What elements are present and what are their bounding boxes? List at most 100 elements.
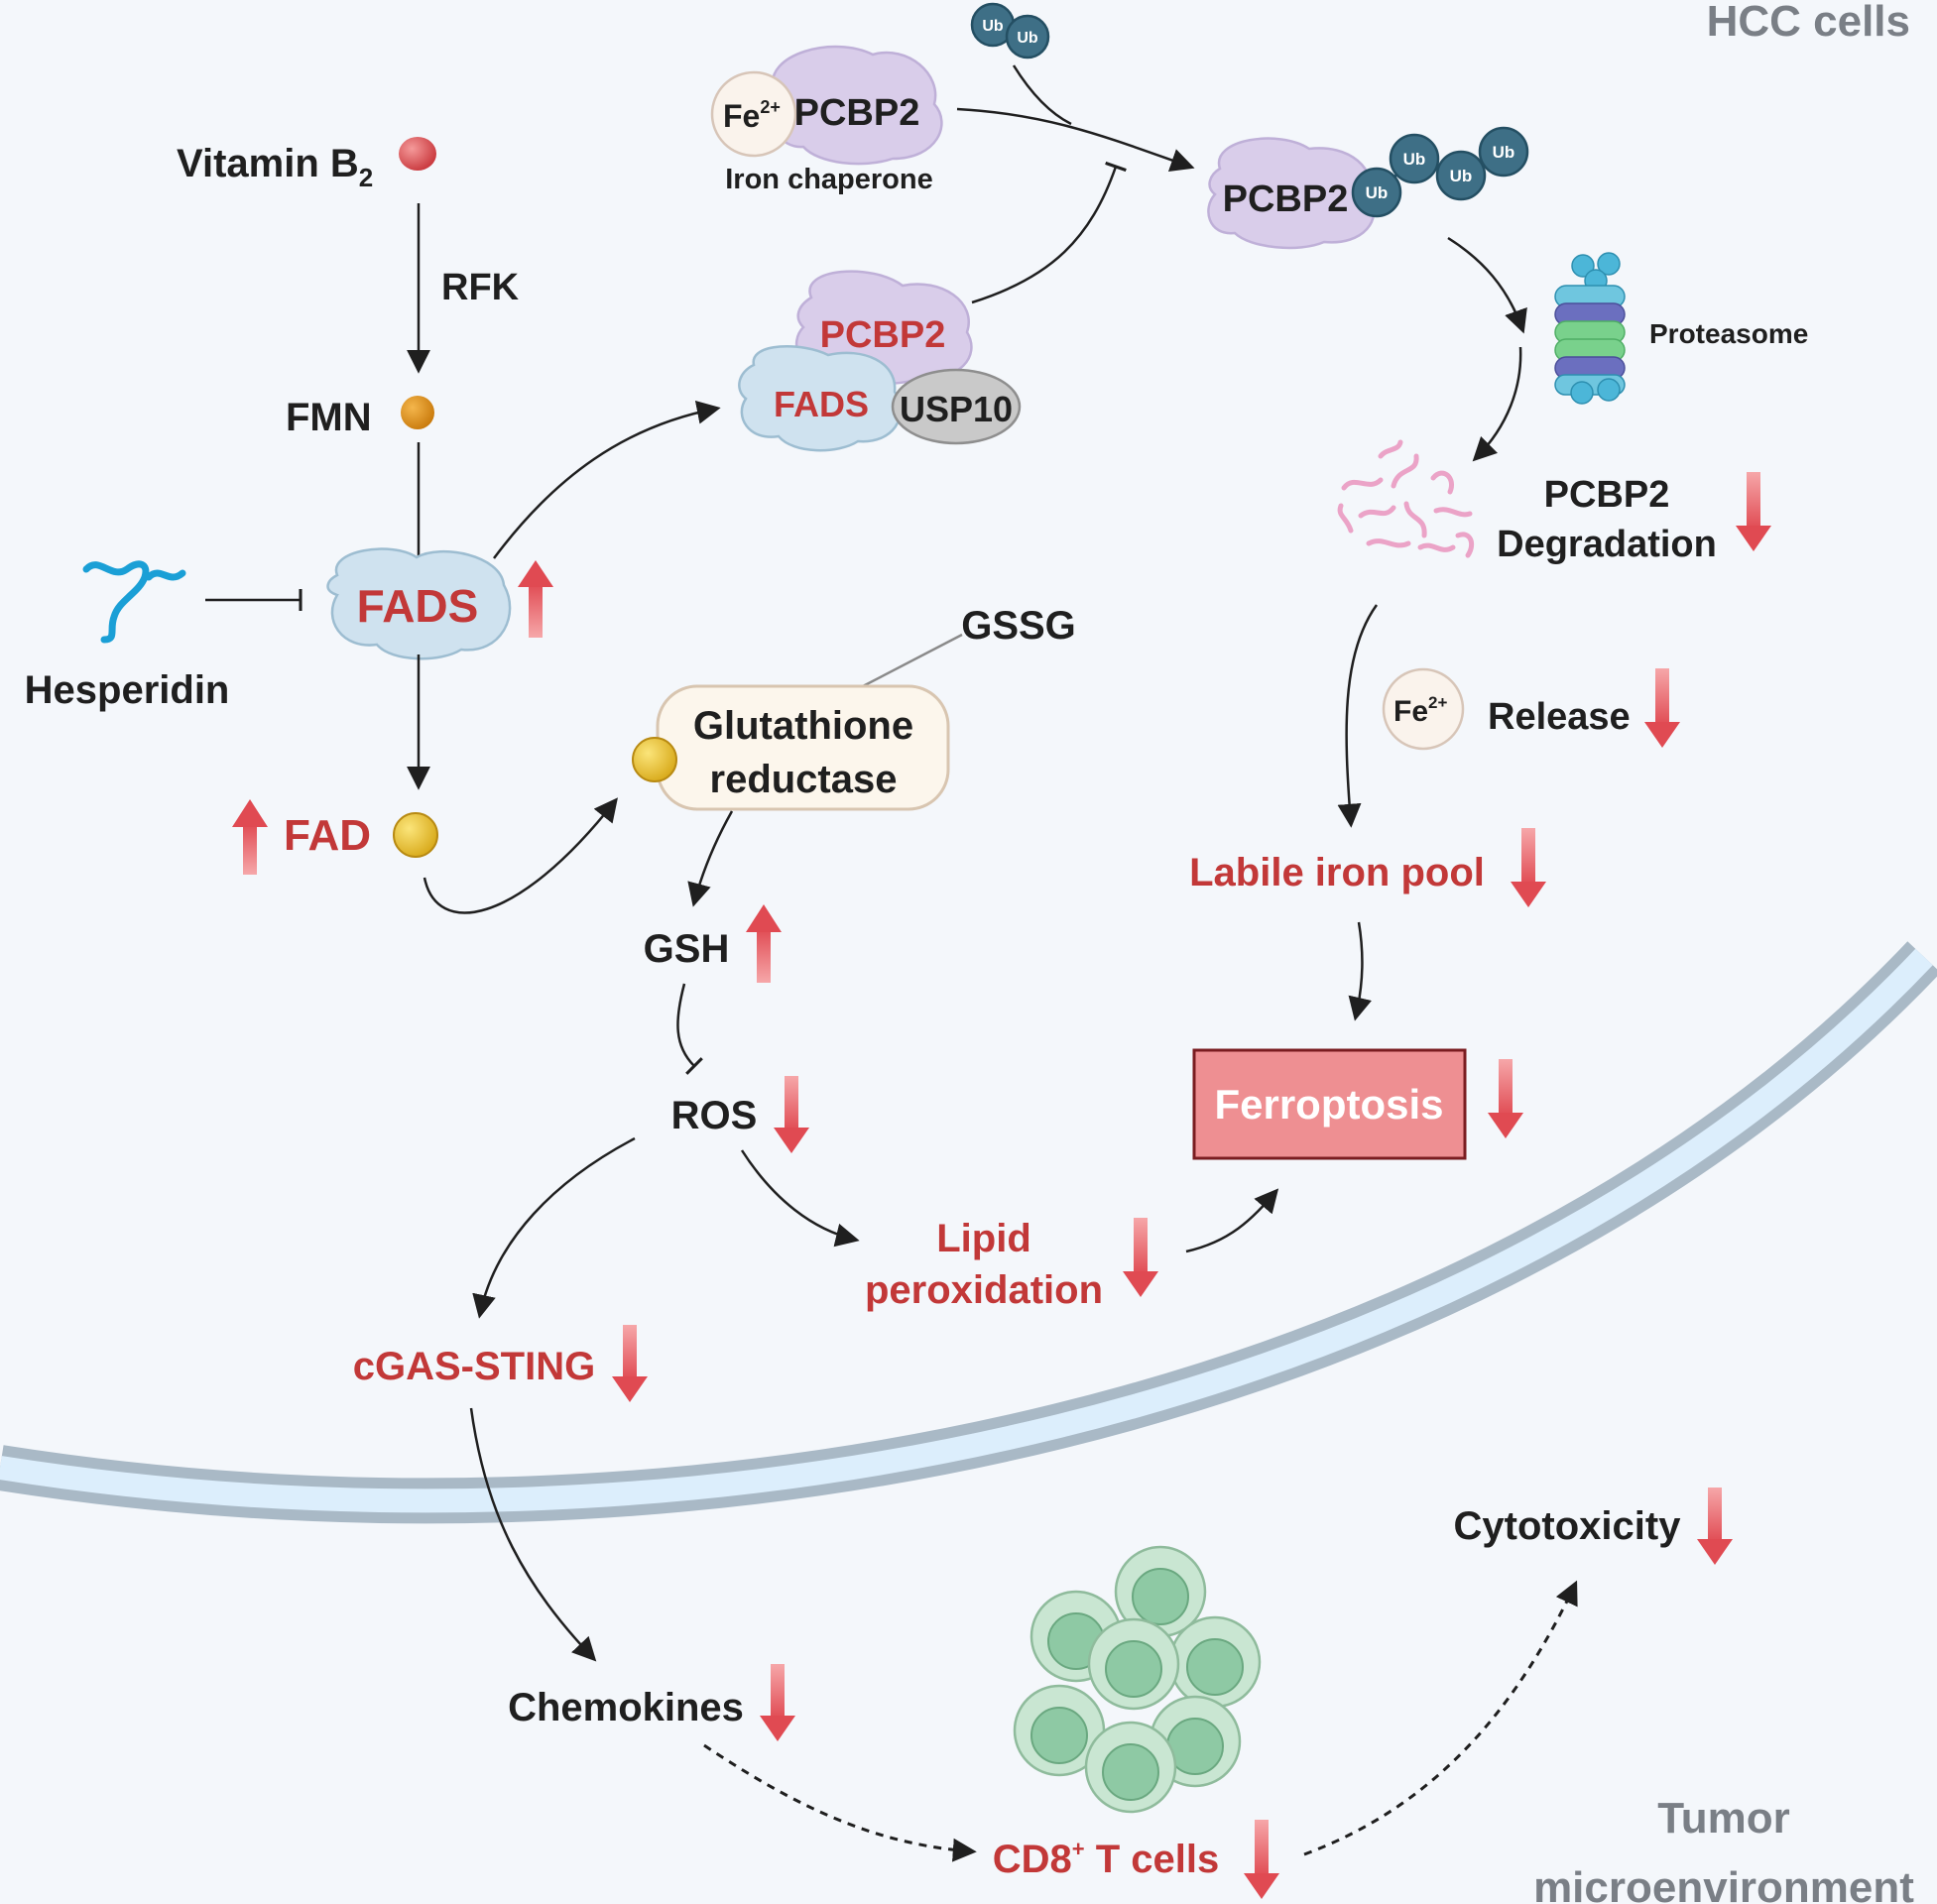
fads-up-indicator (518, 560, 553, 638)
fads-protein-icon (326, 547, 512, 660)
usp10-inhibition (971, 161, 1127, 304)
pcbp2-complex-label: PCBP2 (820, 314, 946, 356)
gr-to-gsh-arrow (687, 810, 734, 907)
pcbp2-degradation-label-1: PCBP2 (1544, 474, 1670, 516)
fads-complex-label: FADS (774, 384, 869, 424)
chemokines-label: Chemokines (508, 1686, 744, 1729)
t-cell-icon (1084, 1721, 1177, 1814)
ub-chain-top: Ub Ub (970, 2, 1050, 60)
pcbp2-degradation-label-2: Degradation (1497, 524, 1717, 565)
chemokines-to-cd8-arrow (703, 1743, 977, 1862)
iron-chaperone-label: Iron chaperone (725, 164, 933, 195)
t-cell-icon (1168, 1615, 1262, 1709)
ferroptosis-down-indicator (1488, 1059, 1523, 1138)
ub-label: Ub (1366, 183, 1389, 202)
fad-bound-icon (632, 737, 677, 782)
ub-merge-line (1012, 64, 1072, 126)
ub-label: Ub (1493, 143, 1515, 162)
rfk-label: RFK (441, 267, 520, 308)
cell-membrane (0, 941, 1937, 1524)
t-cell-icon (1087, 1617, 1180, 1711)
usp10-label: USP10 (900, 389, 1013, 429)
ros-to-lipid-arrow (740, 1149, 860, 1248)
to-degradation-arrow (1472, 346, 1522, 462)
pcbp2-ub-label: PCBP2 (1223, 178, 1349, 220)
hcc-cells-label: HCC cells (1707, 0, 1910, 46)
gssg-label: GSSG (961, 604, 1076, 648)
ros-to-cgas-arrow (472, 1136, 636, 1319)
ferroptosis-label: Ferroptosis (1214, 1081, 1443, 1128)
pcbp2-fragments-icon (1337, 439, 1475, 558)
lipid-down-indicator (1123, 1218, 1158, 1297)
proteasome-label: Proteasome (1649, 318, 1808, 349)
ros-down-indicator (774, 1076, 809, 1153)
cytotoxicity-label: Cytotoxicity (1454, 1504, 1682, 1548)
cd8-to-cytotoxicity-arrow (1303, 1580, 1578, 1856)
fad-label: FAD (284, 811, 371, 860)
pcbp2-fads-usp10-complex (738, 270, 1022, 452)
vitamin-b2-label: Vitamin B2 (177, 142, 373, 192)
t-cells-cluster-icon (1013, 1545, 1262, 1814)
ros-label: ROS (671, 1094, 758, 1137)
fad-up-indicator (232, 799, 268, 875)
gsh-up-indicator (746, 904, 782, 983)
usp10-icon (891, 368, 1022, 445)
fads-to-complex-arrow (492, 400, 721, 559)
tumor-label: Tumor (1657, 1794, 1790, 1843)
ub-label: Ub (1403, 150, 1426, 169)
release-down-indicator (1644, 668, 1680, 748)
vitamin-b2-molecule-icon (399, 137, 436, 171)
cgas-to-chemokines-arrow (469, 1407, 597, 1662)
degradation-to-lip-arrow (1337, 604, 1379, 828)
labile-iron-pool-label: Labile iron pool (1189, 851, 1485, 894)
fmn-label: FMN (286, 396, 372, 439)
ub-label: Ub (982, 18, 1004, 35)
cd8-t-cells-label: CD8+ T cells (993, 1837, 1220, 1881)
cytotoxicity-down-indicator (1697, 1488, 1733, 1565)
chemokines-down-indicator (760, 1664, 795, 1741)
gsh-inhibits-ros (676, 983, 703, 1075)
hesperidin-molecule-icon (82, 560, 186, 644)
degradation-down-indicator (1736, 472, 1771, 551)
fe-release-icon (1382, 667, 1465, 751)
glutathione-label: Glutathione (693, 704, 913, 748)
ub-icon (1351, 167, 1402, 218)
gssg-link (862, 633, 963, 688)
ub-label: Ub (1017, 30, 1038, 47)
fe-ion-label: Fe2+ (723, 97, 781, 134)
fad-molecule-icon (393, 812, 438, 858)
lip-to-ferroptosis-arrow (1348, 921, 1372, 1021)
cd8-down-indicator (1244, 1820, 1279, 1899)
fe-ion-icon (710, 70, 797, 158)
peroxidation-label: peroxidation (865, 1268, 1103, 1312)
t-cell-icon (1013, 1684, 1106, 1777)
cgas-sting-label: cGAS-STING (353, 1345, 595, 1388)
fmn-molecule-icon (401, 396, 434, 429)
microenvironment-label: microenvironment (1533, 1863, 1914, 1904)
ub-label: Ub (1450, 167, 1473, 185)
cgas-down-indicator (612, 1325, 648, 1402)
pcbp2-ub-icon (1207, 137, 1376, 250)
fads-label: FADS (357, 580, 479, 632)
ub-icon (1435, 150, 1487, 201)
lip-down-indicator (1511, 828, 1546, 907)
ferroptosis-box (1192, 1048, 1467, 1160)
ub-icon (1389, 133, 1440, 184)
ub-icon (1005, 14, 1050, 60)
fe-release-label: Fe2+ (1393, 693, 1447, 728)
release-label: Release (1488, 696, 1631, 738)
lipid-label: Lipid (936, 1217, 1031, 1260)
reductase-label: reductase (710, 758, 898, 801)
to-proteasome-arrow (1447, 236, 1527, 334)
proteasome-icon (1554, 252, 1626, 405)
fads-complex-icon (738, 345, 902, 452)
gsh-label: GSH (644, 927, 730, 971)
ub-icon (1478, 126, 1529, 178)
ub-chain-right: Ub Ub Ub Ub (1351, 126, 1529, 218)
hesperidin-label: Hesperidin (25, 668, 230, 712)
ubiquitination-arrow (956, 107, 1195, 172)
lipid-to-ferroptosis-arrow (1185, 1188, 1279, 1253)
pcbp2-chaperone-label: PCBP2 (794, 92, 920, 134)
